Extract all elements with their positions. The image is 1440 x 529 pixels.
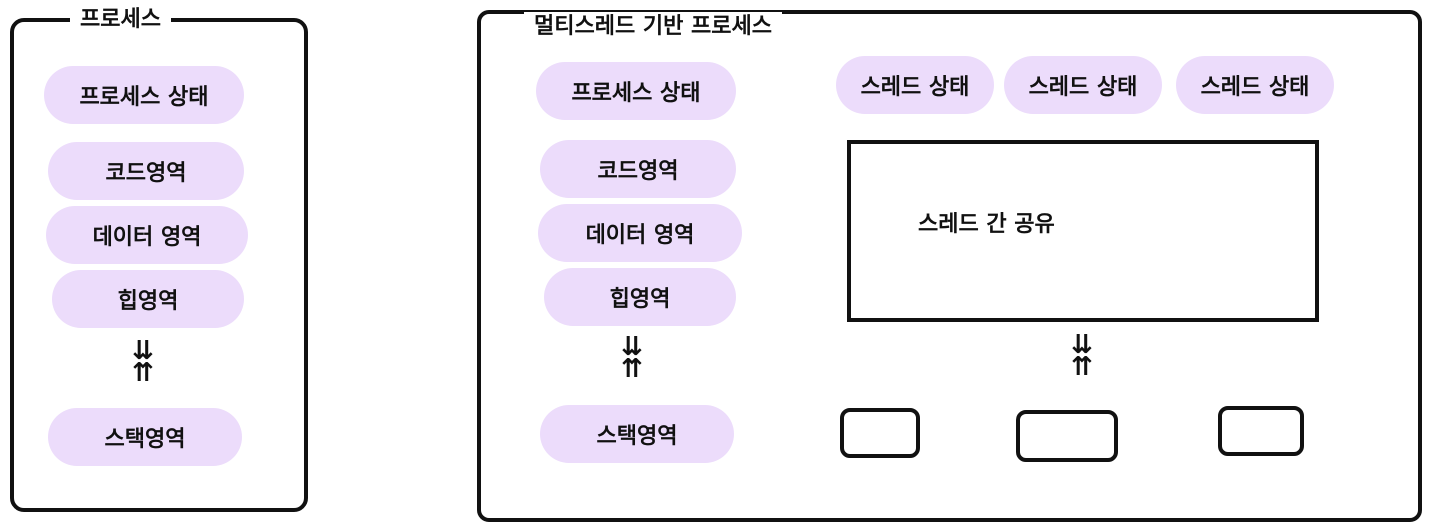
mt-code-area-pill: 코드영역 <box>540 140 736 198</box>
thread-stack-box-3 <box>1218 406 1304 456</box>
code-area-pill: 코드영역 <box>48 142 244 200</box>
arrow-down-icon: ⇊ <box>1071 330 1093 360</box>
thread-stack-box-2 <box>1016 410 1118 462</box>
mt-heap-stack-arrows: ⇊ ⇈ <box>617 332 647 384</box>
multi-thread-process-frame <box>477 10 1422 522</box>
arrow-down-icon: ⇊ <box>132 336 154 366</box>
data-area-pill: 데이터 영역 <box>46 206 248 264</box>
mt-heap-area-pill: 힙영역 <box>544 268 736 326</box>
arrow-up-icon: ⇈ <box>132 358 154 388</box>
mt-process-state-pill: 프로세스 상태 <box>536 62 736 120</box>
stack-area-pill: 스택영역 <box>48 408 242 466</box>
mt-stack-area-pill: 스택영역 <box>540 405 734 463</box>
mt-data-area-pill: 데이터 영역 <box>538 204 742 262</box>
thread-state-pill-2: 스레드 상태 <box>1004 56 1162 114</box>
thread-state-pill-1: 스레드 상태 <box>836 56 994 114</box>
thread-shared-label: 스레드 간 공유 <box>918 212 1055 237</box>
arrow-down-icon: ⇊ <box>621 332 643 362</box>
process-title: 프로세스 <box>70 5 171 35</box>
thread-stack-box-1 <box>840 408 920 458</box>
heap-stack-arrows: ⇊ ⇈ <box>128 336 158 388</box>
process-state-pill: 프로세스 상태 <box>44 66 244 124</box>
multi-thread-process-title: 멀티스레드 기반 프로세스 <box>524 12 782 42</box>
heap-area-pill: 힙영역 <box>52 270 244 328</box>
thread-state-pill-3: 스레드 상태 <box>1176 56 1334 114</box>
shared-stack-arrows: ⇊ ⇈ <box>1067 330 1097 382</box>
arrow-up-icon: ⇈ <box>1071 352 1093 382</box>
arrow-up-icon: ⇈ <box>621 354 643 384</box>
thread-shared-box <box>847 140 1319 322</box>
